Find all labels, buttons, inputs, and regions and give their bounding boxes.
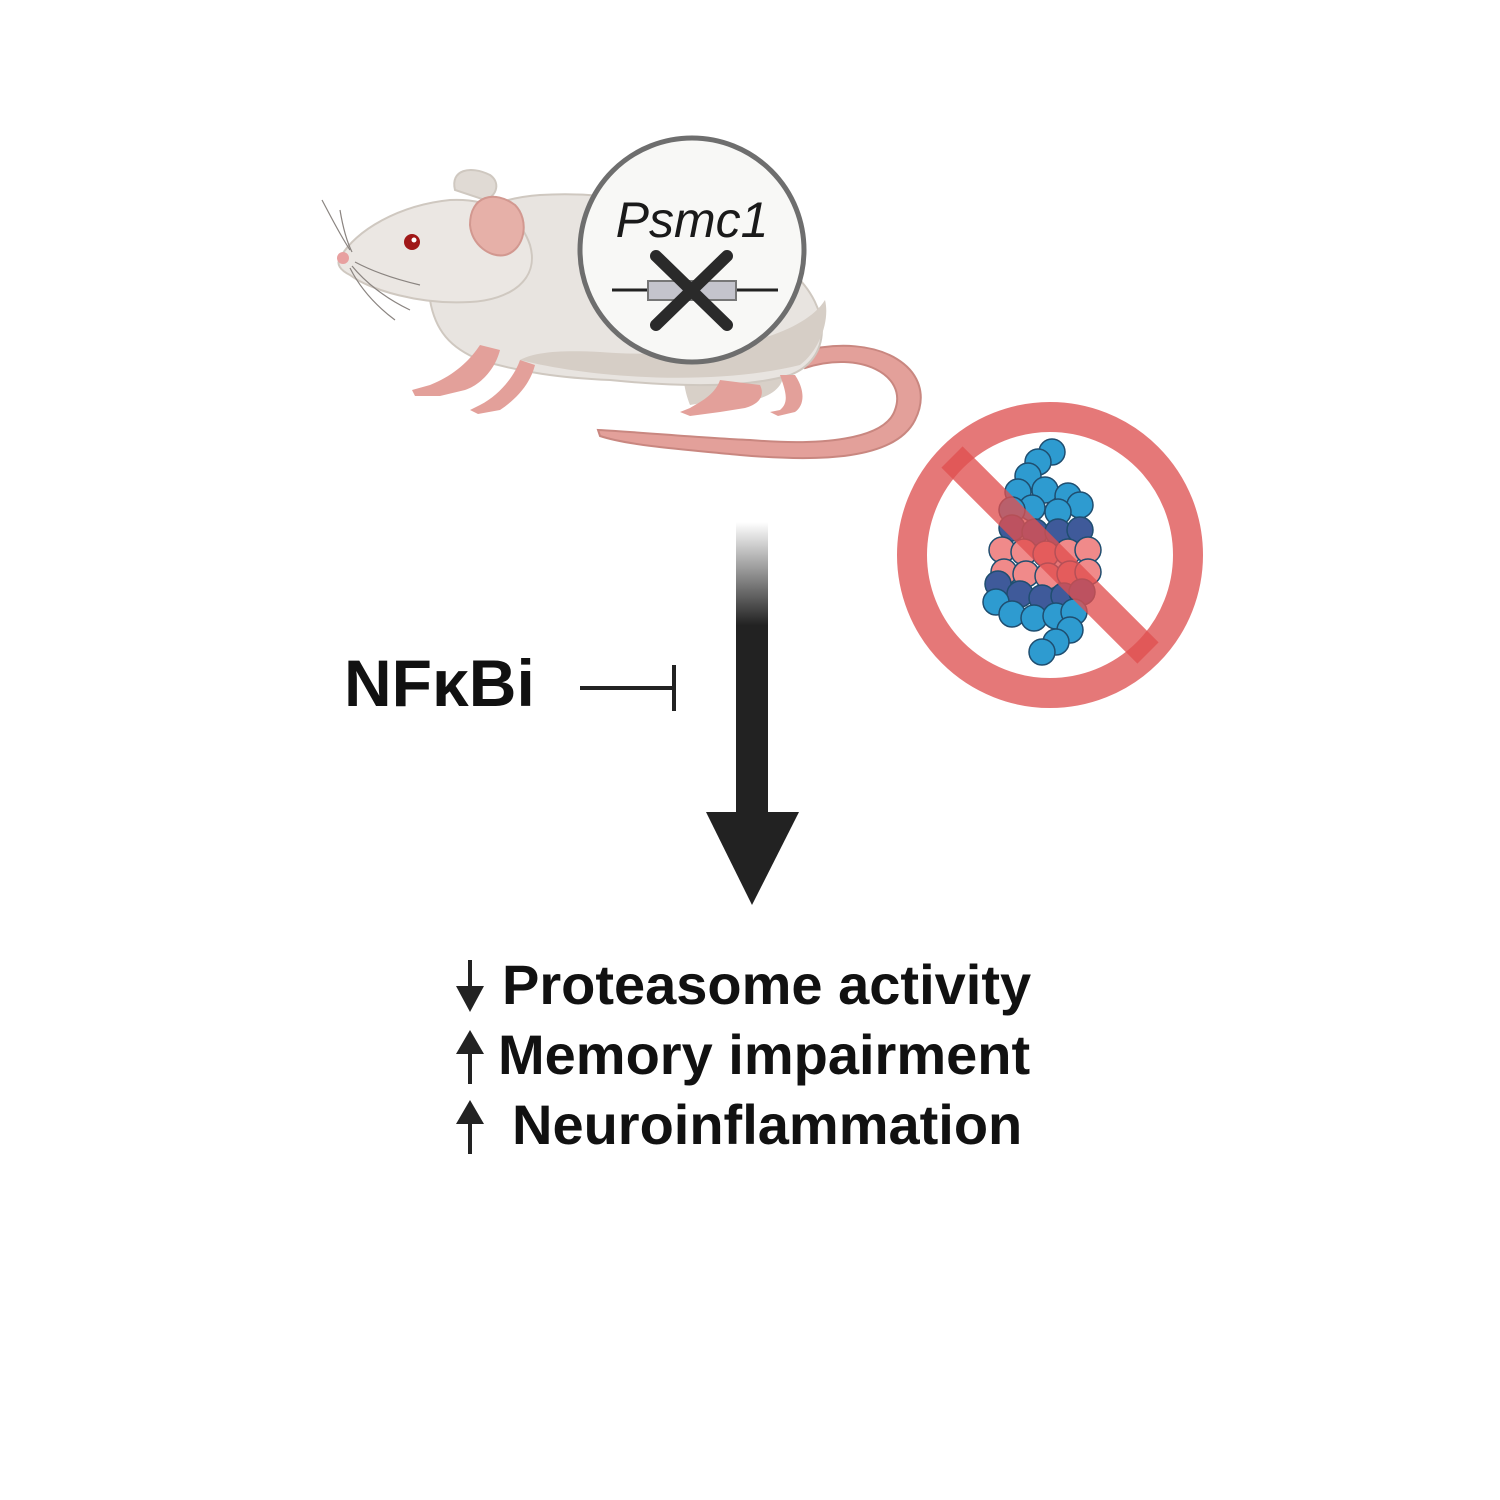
mouse-front-leg bbox=[412, 345, 500, 396]
mouse-nose bbox=[337, 252, 349, 264]
prohibition-slash bbox=[941, 446, 1159, 664]
inhibitor-label: NFκBi bbox=[344, 646, 535, 720]
down-arrow-icon bbox=[456, 960, 484, 1012]
mouse-ear-back bbox=[453, 169, 498, 202]
mouse-front-leg-2 bbox=[470, 360, 535, 414]
up-arrow-icon bbox=[456, 1030, 484, 1084]
gene-label: Psmc1 bbox=[616, 192, 769, 248]
knockout-x-icon bbox=[650, 250, 733, 331]
outcome-label: Memory impairment bbox=[498, 1023, 1031, 1086]
outcome-item: Proteasome activity bbox=[450, 950, 1150, 1020]
outcome-label: Proteasome activity bbox=[502, 953, 1032, 1016]
up-arrow-icon bbox=[456, 1100, 484, 1154]
mouse-belly-shade bbox=[520, 300, 827, 378]
mouse-tail bbox=[596, 344, 922, 460]
mouse-eye bbox=[404, 234, 420, 250]
outcomes-list: Proteasome activity Memory impairment Ne… bbox=[450, 950, 1150, 1160]
psmc1-knockout-badge: Psmc1 bbox=[577, 135, 807, 365]
mouse-whiskers bbox=[321, 199, 421, 321]
main-down-arrow bbox=[706, 522, 799, 905]
mouse-hind-paw bbox=[680, 380, 762, 416]
inhibition-bar bbox=[580, 665, 676, 711]
outcome-item: Memory impairment bbox=[450, 1020, 1150, 1090]
mouse-ear bbox=[468, 195, 525, 257]
outcome-label: Neuroinflammation bbox=[512, 1093, 1023, 1156]
outcome-item: Neuroinflammation bbox=[450, 1090, 1150, 1160]
proteasome-prohibited-icon bbox=[897, 402, 1203, 708]
